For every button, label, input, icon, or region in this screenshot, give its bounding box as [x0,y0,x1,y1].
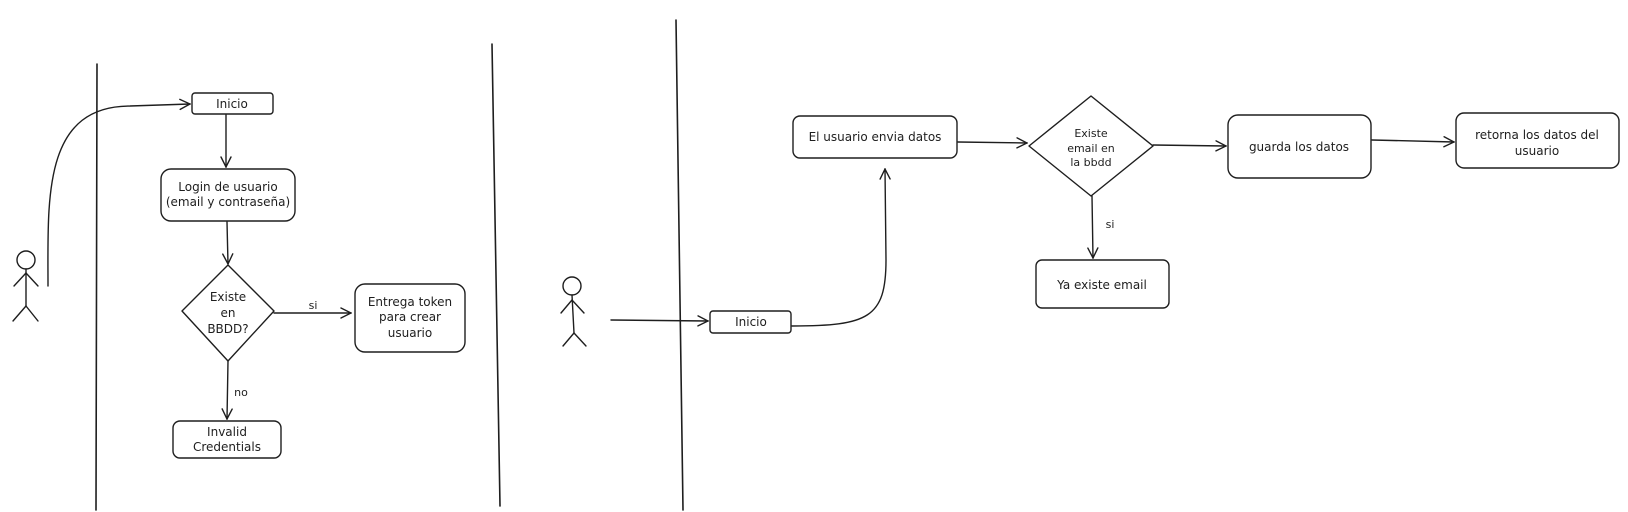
invalid-label-line1: Invalid [207,425,247,439]
token-label-line1: Entrega token [368,295,452,309]
start-label-right: Inicio [735,315,767,329]
token-label-line3: usuario [388,326,432,340]
decision-node-right[interactable]: Existe email en la bbdd [1028,95,1154,197]
send-data-node[interactable]: El usuario envia datos [792,115,958,159]
decision-right-line3: la bbdd [1070,156,1111,169]
actor-left-icon [12,250,39,322]
invalid-node[interactable]: Invalid Credentials [172,420,282,459]
start-node-right[interactable]: Inicio [709,310,792,334]
decision-node-left[interactable]: Existe en BBDD? [181,264,275,362]
connector-decision-to-invalid [227,360,228,419]
login-node[interactable]: Login de usuario (email y contraseña) [160,168,296,222]
connector-decision-to-save [1152,145,1226,146]
decision-left-line2: en [221,306,236,320]
invalid-label-line2: Credentials [193,440,261,454]
yes-label-left: si [309,299,318,312]
email-exists-node[interactable]: Ya existe email [1035,259,1170,309]
decision-right-line1: Existe [1074,127,1108,140]
login-label-line1: Login de usuario [178,180,277,194]
start-label-left: Inicio [216,97,248,111]
connector-start-to-send [791,169,886,327]
save-label: guarda los datos [1249,140,1349,154]
save-data-node[interactable]: guarda los datos [1227,114,1372,179]
start-node-left[interactable]: Inicio [191,92,274,115]
return-label-line1: retorna los datos del [1475,128,1599,142]
exists-label: Ya existe email [1056,278,1147,292]
connector-save-to-return [1371,140,1454,142]
decision-left-line1: Existe [210,290,246,304]
token-label-line2: para crear [379,310,441,324]
connector-send-to-decision [957,142,1027,143]
token-node[interactable]: Entrega token para crear usuario [354,283,466,353]
lane-divider-2 [491,43,501,507]
lane-divider-3 [675,19,684,511]
decision-left-line3: BBDD? [207,322,248,336]
return-data-node[interactable]: retorna los datos del usuario [1455,112,1620,169]
return-label-line2: usuario [1515,144,1559,158]
connector-login-to-decision [227,221,228,264]
connector-decision-to-exists [1092,195,1093,258]
no-label-left: no [234,386,248,399]
send-label: El usuario envia datos [809,130,942,144]
lane-divider-1 [95,63,98,511]
decision-right-line2: email en [1067,142,1115,155]
login-label-line2: (email y contraseña) [166,195,290,209]
yes-label-right: si [1106,218,1115,231]
actor-right-icon [560,276,587,347]
connector-actor-to-start-right [610,320,708,321]
connector-actor-to-start-left [47,104,190,287]
